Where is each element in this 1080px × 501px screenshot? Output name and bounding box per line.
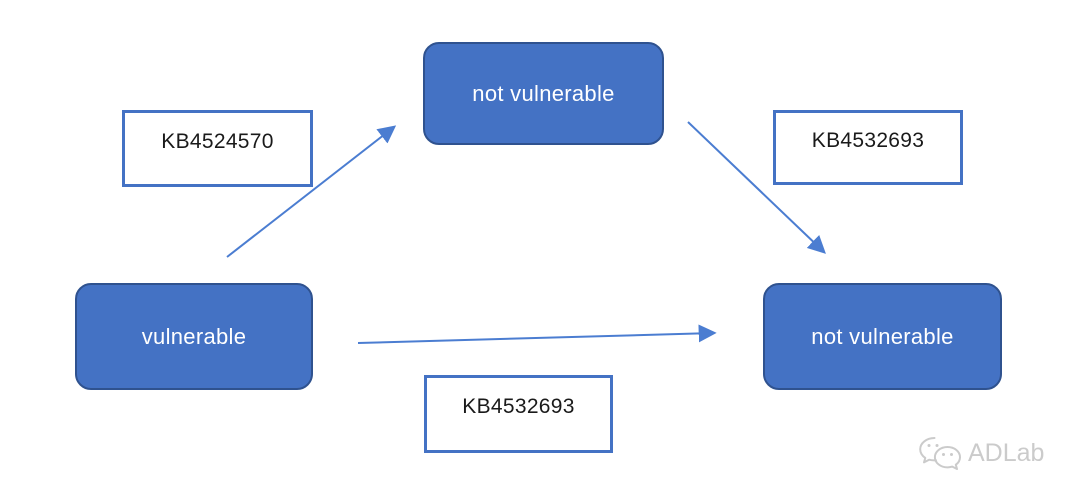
- node-not-vulnerable-right: not vulnerable: [763, 283, 1002, 390]
- edge-label-kb4532693-right: KB4532693: [773, 110, 963, 185]
- node-vulnerable: vulnerable: [75, 283, 313, 390]
- node-not-vulnerable-right-label: not vulnerable: [811, 323, 954, 349]
- edge-label-kb4532693-bottom-text: KB4532693: [462, 395, 575, 418]
- edge-label-kb4532693-right-text: KB4532693: [811, 128, 925, 152]
- edge-label-kb4524570-text: KB4524570: [161, 129, 274, 153]
- node-not-vulnerable-top-label: not vulnerable: [472, 80, 615, 106]
- arrow-vulnerable-to-right: [357, 324, 717, 344]
- node-vulnerable-label: vulnerable: [141, 323, 247, 349]
- node-not-vulnerable-top: not vulnerable: [423, 42, 664, 145]
- edge-label-kb4532693-bottom: KB4532693: [424, 375, 613, 453]
- watermark-text: ADLab: [968, 438, 1045, 467]
- wechat-icon: [918, 436, 962, 470]
- watermark: ADLab: [918, 436, 1044, 470]
- edge-label-kb4524570: KB4524570: [122, 110, 313, 187]
